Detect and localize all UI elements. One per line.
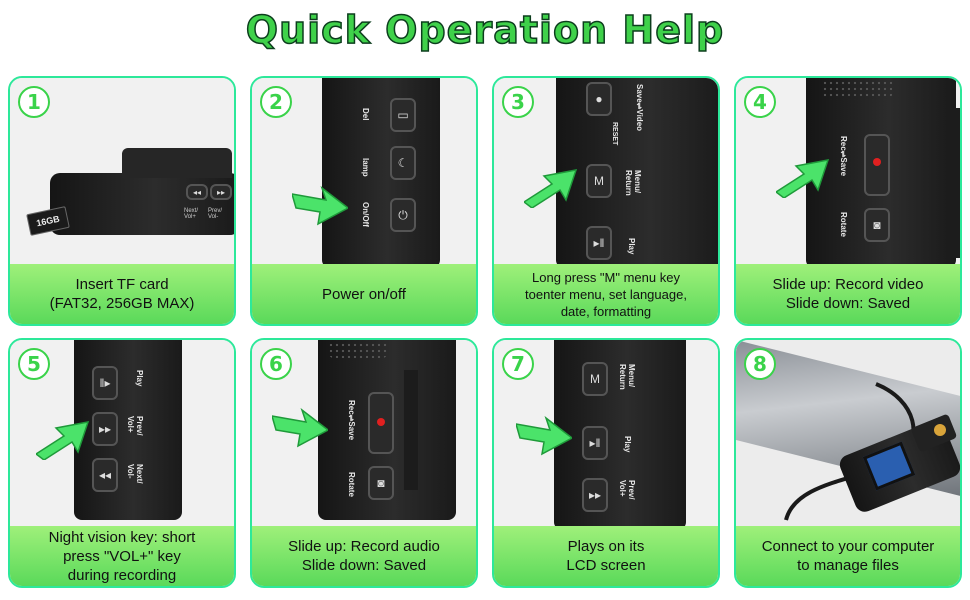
step-card-2: 2 Del lamp On/Off ▭ ☾ ⏻ Power on/off [250, 76, 478, 326]
play-button: ▸‖ [586, 226, 612, 260]
reset-label: RESET [611, 122, 618, 146]
step-card-4: 4 Rec⇌Save Rotate ◙ Slide up: Record vid… [734, 76, 962, 326]
pointer-arrow-icon [36, 421, 90, 460]
step-number-badge: 5 [18, 348, 50, 380]
step-card-5: 5 ‖▸ Play ▸▸ Prev/ Vol+ ◂◂ Next/ Vol- Ni… [8, 338, 236, 588]
step-caption: Night vision key: short press "VOL+" key… [10, 526, 234, 586]
step-card-1: 1 16GB ◂◂ ▸▸ Next/ Vol+ Prev/ Vol- Inser… [8, 76, 236, 326]
record-dot-icon [873, 158, 881, 166]
prev-vol-up-button: ▸▸ [582, 478, 608, 512]
pointer-arrow-icon [272, 408, 328, 448]
onoff-label: On/Off [361, 202, 370, 227]
menu-button: M [582, 362, 608, 396]
step-number-badge: 3 [502, 86, 534, 118]
device-side-clip [404, 370, 418, 490]
step-image: Del lamp On/Off ▭ ☾ ⏻ [252, 78, 476, 266]
pointer-arrow-icon [776, 159, 830, 198]
power-button: ⏻ [390, 198, 416, 232]
speaker-grill [822, 78, 892, 100]
device-side-clip [946, 108, 960, 258]
play-label: Play [623, 436, 632, 453]
step-caption: Plays on its LCD screen [494, 526, 718, 586]
step-card-7: 7 M Menu/ Return ▸‖ Play ▸▸ Prev/ Vol+ P… [492, 338, 720, 588]
step-caption: Slide up: Record audio Slide down: Saved [252, 526, 476, 586]
prev-vol-label: Prev/ Vol+ [618, 480, 636, 500]
recorder-device [50, 173, 234, 235]
play-label: Play [627, 238, 636, 255]
next-button: ▸▸ [210, 184, 232, 200]
play-button: ‖▸ [92, 366, 118, 400]
next-vol-label: Next/ Vol- [126, 464, 144, 484]
step-caption: Slide up: Record video Slide down: Saved [736, 264, 960, 324]
del-label: Del [361, 108, 370, 121]
prev-button: ◂◂ [186, 184, 208, 200]
record-dot-icon [377, 418, 385, 426]
recorder-device [556, 78, 718, 266]
next-label: Next/ Vol+ [184, 208, 199, 220]
step-number-badge: 1 [18, 86, 50, 118]
del-button: ▭ [390, 98, 416, 132]
camera-button: ◙ [864, 208, 890, 242]
prev-label: Prev/ Vol- [208, 208, 223, 220]
camera-button: ◙ [368, 466, 394, 500]
step-number-badge: 2 [260, 86, 292, 118]
save-video-label: Save⇌Video [635, 84, 644, 132]
step-image: 16GB ◂◂ ▸▸ Next/ Vol+ Prev/ Vol- [10, 78, 234, 266]
rotate-label: Rotate [839, 212, 848, 237]
step-card-3: 3 ● Save⇌Video RESET M Menu/ Return ▸‖ P… [492, 76, 720, 326]
pointer-arrow-icon [516, 416, 572, 456]
step-number-badge: 7 [502, 348, 534, 380]
play-label: Play [135, 370, 144, 387]
pointer-arrow-icon [292, 186, 348, 226]
step-image: M Menu/ Return ▸‖ Play ▸▸ Prev/ Vol+ [494, 340, 718, 528]
record-switch [368, 392, 394, 454]
step-image: Rec⇌Save Rotate ◙ [252, 340, 476, 528]
menu-label: Menu/ Return [618, 364, 636, 390]
step-number-badge: 6 [260, 348, 292, 380]
next-vol-down-button: ◂◂ [92, 458, 118, 492]
rec-save-label: Rec⇌Save [347, 400, 356, 441]
play-button: ▸‖ [582, 426, 608, 460]
step-caption: Insert TF card (FAT32, 256GB MAX) [10, 264, 234, 324]
prev-vol-up-button: ▸▸ [92, 412, 118, 446]
menu-button: M [586, 164, 612, 198]
prev-vol-label: Prev/ Vol+ [126, 416, 144, 436]
menu-label: Menu/ Return [624, 170, 642, 196]
step-caption: Long press "M" menu key toenter menu, se… [494, 264, 718, 324]
pointer-arrow-icon [524, 169, 578, 208]
step-number-badge: 4 [744, 86, 776, 118]
save-video-switch: ● [586, 82, 612, 116]
recorder-device [322, 78, 440, 266]
step-card-6: 6 Rec⇌Save Rotate ◙ Slide up: Record aud… [250, 338, 478, 588]
step-caption: Connect to your computer to manage files [736, 526, 960, 586]
recorder-device [554, 340, 686, 528]
speaker-grill [328, 340, 388, 358]
step-card-8: 8 Connect to your computer to manage fil… [734, 338, 962, 588]
lamp-label: lamp [361, 158, 370, 177]
lamp-button: ☾ [390, 146, 416, 180]
camera-lens-icon [934, 424, 946, 436]
page-title: Quick Operation Help [245, 7, 725, 53]
step-number-badge: 8 [744, 348, 776, 380]
device-screen [122, 148, 232, 178]
step-caption: Power on/off [252, 264, 476, 324]
rotate-label: Rotate [347, 472, 356, 497]
rec-save-label: Rec⇌Save [839, 136, 848, 177]
